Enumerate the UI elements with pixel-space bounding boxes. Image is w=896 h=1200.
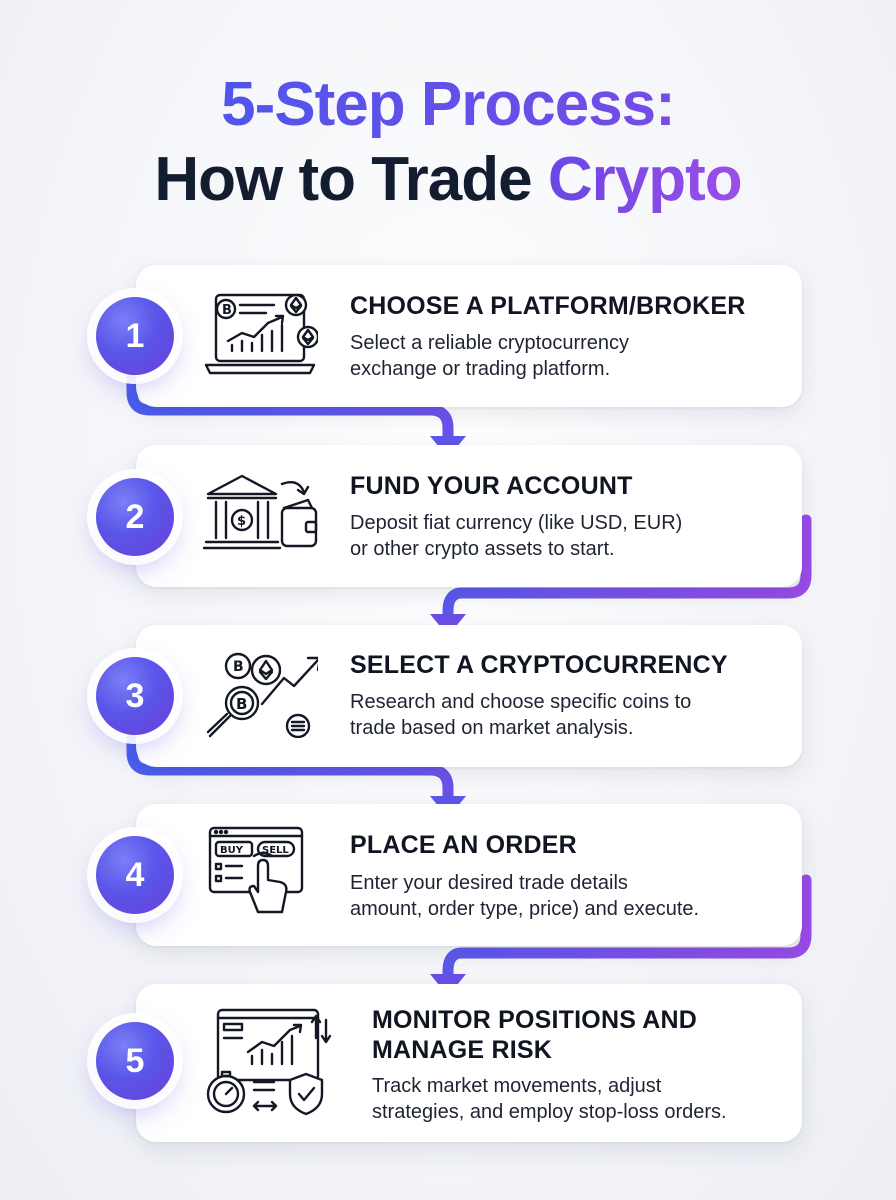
buy-sell-order-icon: BUY SELL	[206, 826, 322, 916]
step-card-1	[136, 265, 802, 407]
monitor-risk-shield-icon	[204, 1008, 336, 1118]
step-desc-5-line-2: strategies, and employ stop-loss orders.	[372, 1101, 727, 1123]
step-title-3: SELECT A CRYPTOCURRENCY	[350, 651, 728, 679]
step-desc-1-line-2: exchange or trading platform.	[350, 358, 611, 380]
title-line-2-prefix: How to Trade	[154, 145, 548, 214]
title-line-1: 5-Step Process:	[0, 68, 896, 142]
laptop-chart-crypto-icon: B	[202, 289, 320, 379]
buy-label: BUY	[220, 845, 244, 856]
step-desc-2-line-2: or other crypto assets to start.	[350, 538, 615, 560]
step-title-5-line-1: MONITOR POSITIONS AND	[372, 1006, 698, 1034]
step-desc-2-line-1: Deposit fiat currency (like USD, EUR)	[350, 512, 683, 534]
title-accent-word: Crypto	[547, 145, 743, 214]
step-desc-4-line-1: Enter your desired trade details	[350, 872, 628, 894]
step-desc-1-line-1: Select a reliable cryptocurrency	[350, 332, 630, 354]
title-line-2: How to Trade Crypto	[0, 142, 896, 218]
step-number-badge-4: 4	[96, 836, 174, 914]
step-number-badge-2: 2	[96, 478, 174, 556]
svg-text:$: $	[237, 514, 246, 529]
step-title-4: PLACE AN ORDER	[350, 831, 577, 859]
bank-wallet-icon: $	[202, 470, 318, 560]
svg-text:B: B	[233, 659, 244, 675]
step-number-badge-1: 1	[96, 297, 174, 375]
sell-label: SELL	[262, 845, 289, 856]
step-title-2: FUND YOUR ACCOUNT	[350, 472, 633, 500]
svg-text:B: B	[236, 695, 247, 713]
step-desc-3-line-1: Research and choose specific coins to	[350, 691, 692, 713]
step-title-1: CHOOSE A PLATFORM/BROKER	[350, 292, 746, 320]
page-title: 5-Step Process: How to Trade Crypto	[0, 68, 896, 218]
step-desc-3-line-2: trade based on market analysis.	[350, 717, 634, 739]
step-title-5-line-2: MANAGE RISK	[372, 1036, 552, 1064]
step-number-badge-5: 5	[96, 1022, 174, 1100]
step-desc-5-line-1: Track market movements, adjust	[372, 1075, 662, 1097]
svg-text:B: B	[222, 303, 232, 318]
step-card-2	[136, 445, 802, 587]
step-desc-4-line-2: amount, order type, price) and execute.	[350, 898, 700, 920]
step-number-badge-3: 3	[96, 657, 174, 735]
coins-magnifier-icon: B B	[202, 648, 322, 739]
